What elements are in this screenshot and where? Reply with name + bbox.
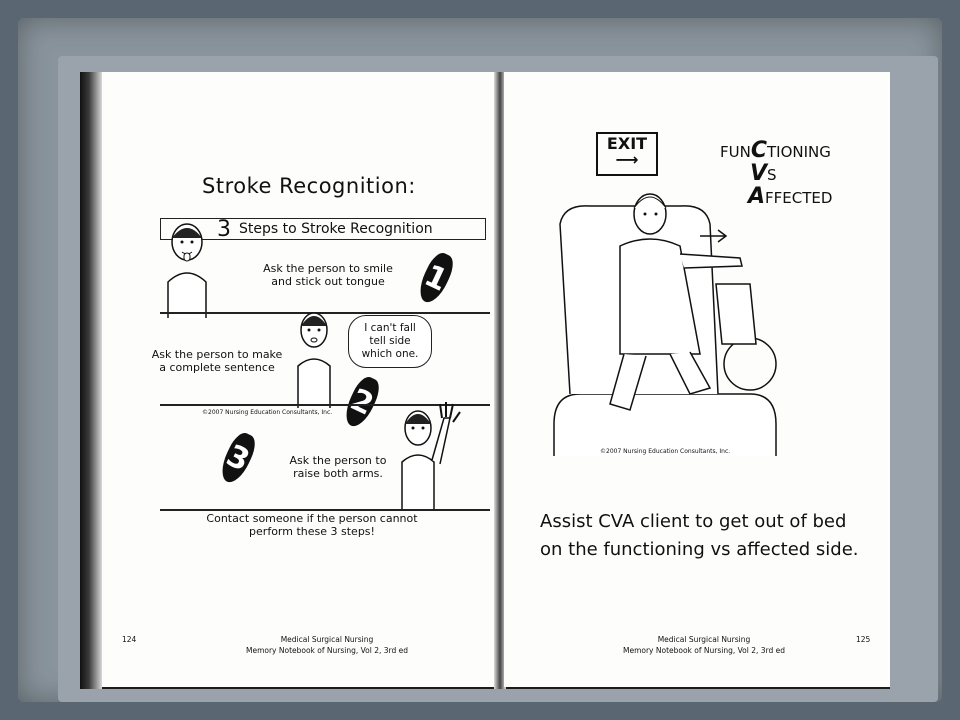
left-copyright: ©2007 Nursing Education Consultants, Inc…	[202, 409, 333, 416]
speech-bubble: I can't fall tell side which one.	[348, 315, 432, 368]
exit-label: EXIT	[606, 134, 648, 153]
right-footer: Medical Surgical Nursing Memory Notebook…	[604, 634, 804, 656]
step2-footprint-badge: 2	[340, 373, 384, 431]
open-book-photo: Stroke Recognition: 3 Steps to Stroke Re…	[80, 72, 890, 689]
step1-footprint-badge: 1	[414, 249, 458, 307]
cva-line2-suffix: S	[767, 166, 777, 184]
left-footer-line1: Medical Surgical Nursing	[280, 635, 374, 644]
left-footer-line2: Memory Notebook of Nursing, Vol 2, 3rd e…	[245, 646, 409, 655]
step1-instruction: Ask the person to smile and stick out to…	[263, 262, 393, 288]
left-page: Stroke Recognition: 3 Steps to Stroke Re…	[102, 72, 496, 687]
right-page-number: 125	[856, 635, 871, 644]
person-raising-arms-illustration	[401, 402, 461, 510]
cva-letter-v: V	[750, 161, 768, 186]
page-title: Stroke Recognition:	[202, 174, 416, 198]
right-footer-line1: Medical Surgical Nursing	[657, 635, 751, 644]
exit-arrow-icon: ⟶	[615, 150, 639, 169]
divider-1	[160, 312, 490, 314]
person-sticking-tongue-illustration	[167, 223, 207, 318]
step2-instruction: Ask the person to make a complete senten…	[151, 348, 283, 374]
divider-3	[160, 509, 490, 511]
cva-letter-a: A	[748, 184, 766, 209]
exit-sign: EXIT ⟶	[596, 132, 658, 176]
right-page: EXIT ⟶ FUNCTIONING VS AFFECTED	[504, 72, 890, 687]
book-left-edge	[80, 72, 102, 689]
patient-getting-out-of-bed-illustration	[553, 193, 777, 456]
person-speaking-illustration	[297, 312, 331, 408]
cva-mnemonic: FUNCTIONING VS AFFECTED	[720, 140, 832, 209]
step3-instruction: Ask the person to raise both arms.	[289, 454, 387, 480]
divider-2	[160, 404, 490, 406]
cva-line3-suffix: FFECTED	[765, 189, 833, 207]
contact-instruction: Contact someone if the person cannot per…	[206, 512, 418, 538]
left-footer: Medical Surgical Nursing Memory Notebook…	[222, 634, 432, 656]
step3-footprint-badge: 3	[216, 429, 260, 487]
cva-line1-suffix: TIONING	[766, 143, 831, 161]
steps-heading: Steps to Stroke Recognition	[239, 221, 433, 237]
right-copyright: ©2007 Nursing Education Consultants, Inc…	[600, 448, 731, 455]
steps-number: 3	[217, 216, 231, 242]
left-page-number: 124	[122, 635, 137, 644]
cva-letter-c: C	[750, 138, 767, 163]
right-footer-line2: Memory Notebook of Nursing, Vol 2, 3rd e…	[622, 646, 786, 655]
assist-instruction: Assist CVA client to get out of bed on t…	[540, 511, 859, 560]
steps-heading-box: 3 Steps to Stroke Recognition	[160, 216, 486, 242]
book-spine	[494, 72, 506, 689]
cva-line1-prefix: FUN	[720, 143, 751, 161]
